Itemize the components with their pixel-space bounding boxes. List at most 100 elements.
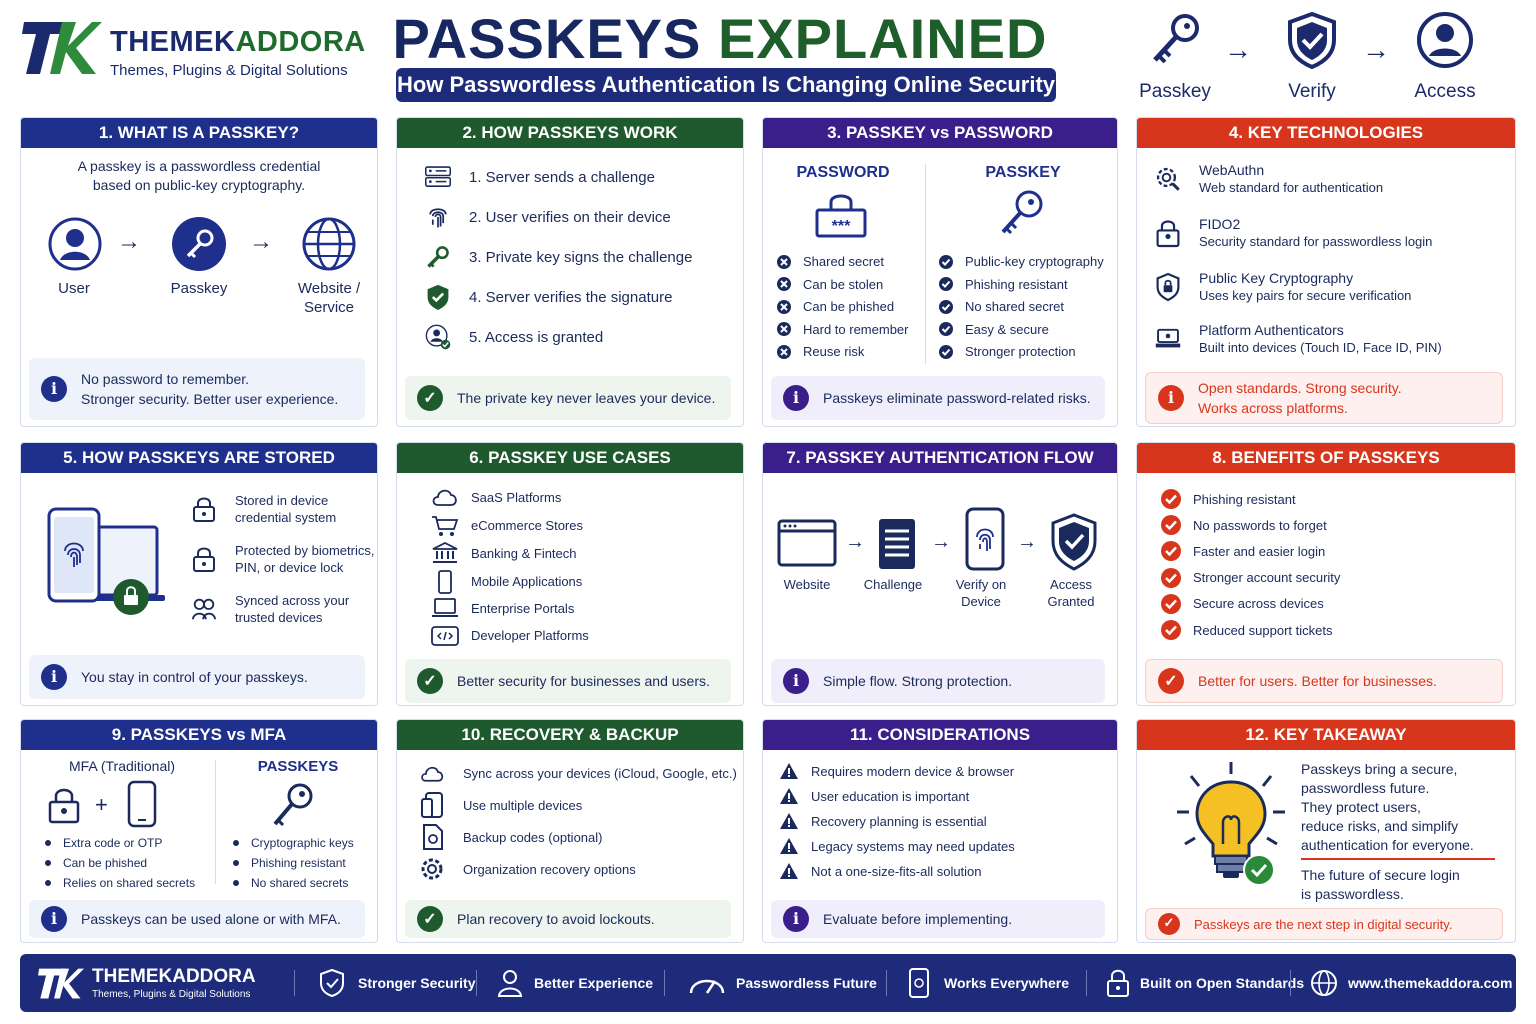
x-circle-icon [777,277,791,291]
panel-title: 2. HOW PASSKEYS WORK [397,118,743,148]
panel-title: 6. PASSKEY USE CASES [397,443,743,473]
page-subtitle: How Passwordless Authentication Is Chang… [396,68,1056,102]
footer-website-link[interactable]: www.themekaddora.com [1310,954,1512,1012]
brand-name: THEMEKADDORA [110,26,366,58]
consideration-item: Not a one-size-fits-all solution [779,862,982,880]
benefit-item: No passwords to forget [1161,515,1327,536]
passkey-pro-label: Easy & secure [965,321,1049,337]
users-icon [191,596,217,622]
phone-icon [127,780,157,828]
benefit-item: Secure across devices [1161,593,1324,614]
step-row: 1. Server sends a challenge [425,164,655,190]
panel-title: 9. PASSKEYS vs MFA [21,720,377,750]
check-circle-icon [939,322,953,336]
x-circle-icon [777,322,791,336]
flow-step-label: Website [783,577,831,592]
password-con-label: Shared secret [803,254,884,269]
bullet-icon [233,860,239,866]
use-case-item: SaaS Platforms [431,487,561,507]
phone-fingerprint-icon [965,507,1005,571]
user-check-icon [425,324,451,350]
user-circle-icon [1417,12,1473,68]
panel-note: ✓Better for users. Better for businesses… [1145,659,1503,703]
bullet-icon [233,880,239,886]
recovery-row: Backup codes (optional) [419,824,602,850]
use-case-item: Enterprise Portals [431,597,574,619]
panel-how-passkeys-work: 2. HOW PASSKEYS WORK 1. Server sends a c… [396,117,744,427]
shield-lock-icon [1155,272,1181,301]
info-icon: i [41,376,67,402]
password-con: Hard to remember [777,322,908,337]
step-row: 5. Access is granted [425,324,603,350]
separator [664,970,665,996]
check-circle-icon [939,254,953,269]
x-circle-icon [777,299,791,314]
column-passkey-title: PASSKEY [985,164,1061,181]
panel-title: 8. BENEFITS OF PASSKEYS [1137,443,1515,473]
mfa-item-label: Relies on shared secrets [63,876,196,890]
phone-icon [909,968,929,998]
consideration-item: User education is important [779,787,969,805]
mfa-item: Extra code or OTP [45,836,162,850]
mfa-item-label: Extra code or OTP [63,836,163,850]
panel-considerations: 11. CONSIDERATIONS Requires modern devic… [762,719,1118,943]
benefit-item: Phishing resistant [1161,489,1296,509]
cloud-icon [419,760,445,786]
panel-note: ✓Plan recovery to avoid lockouts. [405,900,731,938]
x-circle-icon [777,254,791,269]
panel-note: ✓Better security for businesses and user… [405,659,731,703]
arrow-icon: → [117,228,141,255]
panel-title: 7. PASSKEY AUTHENTICATION FLOW [763,443,1117,473]
password-con-label: Hard to remember [803,321,909,337]
storage-row: Protected by biometrics,PIN, or device l… [191,543,374,575]
footer-works-everywhere: Works Everywhere [906,954,1069,1012]
password-con: Can be stolen [777,277,883,292]
benefit-item-label: No passwords to forget [1193,517,1327,533]
label-user: User [58,280,90,297]
benefit-item-label: Stronger account security [1193,570,1341,586]
passkey-pro: Phishing resistant [939,277,1068,292]
document-icon [879,519,915,569]
password-con: Reuse risk [777,344,864,359]
consideration-item-label: Not a one-size-fits-all solution [811,863,982,879]
passkey-item: Cryptographic keys [233,836,354,850]
brand-logo[interactable]: THEMEKADDORA Themes, Plugins & Digital S… [22,16,365,86]
gear-search-icon [1155,166,1181,192]
bullet-icon [233,840,239,846]
benefit-item-label: Secure across devices [1193,596,1324,612]
consideration-item-label: Legacy systems may need updates [811,838,1015,854]
lightbulb-icon [1177,762,1285,886]
bullet-icon [45,840,51,846]
mobile-icon [431,569,459,594]
fingerprint-icon [425,204,451,230]
separator [1290,970,1291,996]
info-icon: i [783,668,809,694]
key-icon [273,783,313,827]
consideration-item: Requires modern device & browser [779,762,1014,780]
passkey-pro-label: No shared secret [965,299,1064,314]
footer-passwordless-future: Passwordless Future [688,954,877,1012]
passkey-pro-label: Public-key cryptography [965,254,1104,269]
code-icon [431,625,459,647]
password-con-label: Reuse risk [803,344,865,359]
step-row: 4. Server verifies the signature [425,284,672,310]
logo-tk-icon [22,22,102,74]
check-circle-icon [939,344,953,359]
passkey-key-icon [172,217,226,271]
benefit-item-label: Reduced support tickets [1193,622,1333,638]
arrow-icon: → [931,531,951,553]
passkey-item-label: Cryptographic keys [251,836,354,850]
globe-icon [1311,970,1337,996]
password-con-label: Can be stolen [803,276,884,292]
cloud-icon [431,487,459,507]
panel-key-takeaway: 12. KEY TAKEAWAY Passkeys bring a secure… [1136,719,1516,943]
use-case-item-label: SaaS Platforms [471,489,562,505]
password-lock-icon: *** [815,190,867,240]
